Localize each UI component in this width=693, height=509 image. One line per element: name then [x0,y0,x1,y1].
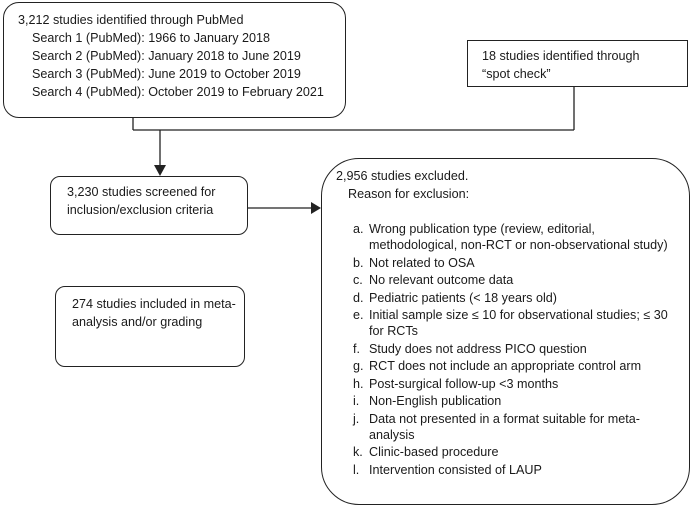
exclusion-reason-label: d. [353,290,364,305]
exclusion-reason-label: j. [353,411,360,426]
exclusion-reason: c. No relevant outcome data [322,272,681,288]
exclusion-reason-label: i. [353,394,360,408]
exclusion-reason-heading: Reason for exclusion: [348,187,470,201]
exclusion-reason-label: c. [353,273,363,287]
exclusion-reason: i. Non-English publication [322,393,681,409]
exclusion-reason-text: Not related to OSA [369,255,475,270]
exclusion-reason-label: g. [353,359,364,373]
search-3: Search 3 (PubMed): June 2019 to October … [32,67,301,81]
exclusion-reason: h. Post-surgical follow-up <3 months [322,376,681,392]
included-studies-box: 274 studies included in meta- analysis a… [55,286,245,367]
exclusion-reason: b. Not related to OSA [322,255,681,271]
spot-check-line-2: “spot check” [482,67,551,81]
exclusion-reason-text: Study does not address PICO question [369,341,587,356]
exclusion-reason: g. RCT does not include an appropriate co… [322,358,681,374]
screened-line-1: 3,230 studies screened for [67,185,216,199]
included-line-1: 274 studies included in meta- [72,297,236,311]
exclusion-reason: l. Intervention consisted of LAUP [322,462,681,478]
exclusion-reason-text: Initial sample size ≤ 10 for observation… [369,308,668,338]
exclusion-reason-label: h. [353,376,364,391]
exclusion-reason: k. Clinic-based procedure [322,444,681,460]
exclusion-reason-label: k. [353,445,363,459]
exclusion-reason-text: Post-surgical follow-up <3 months [369,376,559,391]
exclusion-reason: j. Data not presented in a format suitabl… [322,411,681,443]
exclusion-reason-label: f. [353,341,360,356]
exclusion-reason-text: Non-English publication [369,394,502,408]
exclusion-reason-text: Intervention consisted of LAUP [369,462,542,477]
arrowhead-to-screened [154,165,166,176]
excluded-title: 2,956 studies excluded. [336,169,469,183]
search-4: Search 4 (PubMed): October 2019 to Febru… [32,85,324,99]
exclusion-reason-text: Clinic-based procedure [369,445,499,459]
exclusion-reason-text: Wrong publication type (review, editoria… [369,222,668,252]
exclusion-reason-label: a. [353,222,364,236]
exclusion-reason-text: No relevant outcome data [369,273,514,287]
identified-title: 3,212 studies identified through PubMed [18,13,244,27]
search-1: Search 1 (PubMed): 1966 to January 2018 [32,31,271,45]
exclusion-reason-label: b. [353,255,364,270]
spot-check-box: 18 studies identified through “spot chec… [467,40,688,87]
excluded-studies-box: 2,956 studies excluded. Reason for exclu… [321,158,690,505]
exclusion-reason: d. Pediatric patients (< 18 years old) [322,290,681,306]
screened-line-2: inclusion/exclusion criteria [67,203,214,217]
exclusion-reason: e. Initial sample size ≤ 10 for observati… [322,307,681,339]
exclusion-reason-text: Pediatric patients (< 18 years old) [369,290,557,305]
exclusion-reason-label: l. [353,462,360,477]
search-2: Search 2 (PubMed): January 2018 to June … [32,49,301,63]
identified-studies-box: 3,212 studies identified through PubMed … [3,2,346,118]
arrowhead-to-excluded [311,202,321,214]
screened-studies-box: 3,230 studies screened for inclusion/exc… [50,176,248,235]
included-line-2: analysis and/or grading [72,315,203,329]
exclusion-reason: a. Wrong publication type (review, editor… [322,221,681,253]
exclusion-reason-text: RCT does not include an appropriate cont… [369,359,642,373]
exclusion-reason-list: a. Wrong publication type (review, editor… [322,221,689,478]
spot-check-line-1: 18 studies identified through [482,49,640,63]
exclusion-reason-text: Data not presented in a format suitable … [369,411,640,442]
exclusion-reason: f. Study does not address PICO question [322,341,681,357]
exclusion-reason-label: e. [353,308,364,322]
